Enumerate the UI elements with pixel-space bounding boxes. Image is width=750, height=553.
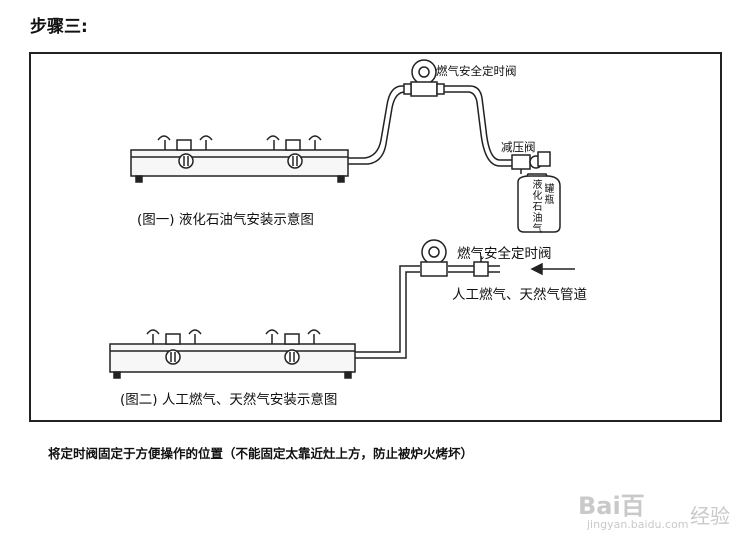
watermark-brand-suffix: 百 — [620, 492, 645, 520]
step-title: 步骤三: — [30, 17, 88, 37]
diagram1-caption: (图一) 液化石油气安装示意图 — [137, 212, 314, 228]
watermark-url: jingyan.baidu.com — [587, 518, 689, 531]
watermark-tail: 经验 — [690, 504, 730, 528]
stove-2 — [109, 329, 356, 379]
flow-arrow — [530, 262, 575, 276]
stove-1 — [130, 135, 349, 183]
lpg-tank — [511, 151, 561, 233]
diagram2-caption: (图二) 人工燃气、天然气安装示意图 — [120, 392, 338, 408]
gas-pipe-label: 人工燃气、天然气管道 — [452, 287, 587, 303]
tank-label-left: 液化石油气 — [532, 180, 543, 235]
tank-label-right: 罐瓶 — [544, 184, 555, 206]
diagram-frame — [29, 52, 722, 422]
installation-note: 将定时阀固定于方便操作的位置（不能固定太靠近灶上方，防止被炉火烤坏） — [48, 446, 474, 461]
timer-valve-2 — [420, 239, 448, 277]
baidu-watermark: Bai百 — [578, 486, 645, 521]
timer-valve-1-label: 燃气安全定时阀 — [436, 64, 517, 78]
gas-pipe-2 — [355, 256, 500, 359]
regulator-label: 减压阀 — [501, 140, 536, 154]
timer-valve-1 — [403, 59, 445, 97]
hose-1 — [348, 85, 512, 167]
watermark-brand: Bai — [578, 492, 621, 520]
timer-valve-2-label: 燃气安全定时阀 — [457, 246, 552, 262]
